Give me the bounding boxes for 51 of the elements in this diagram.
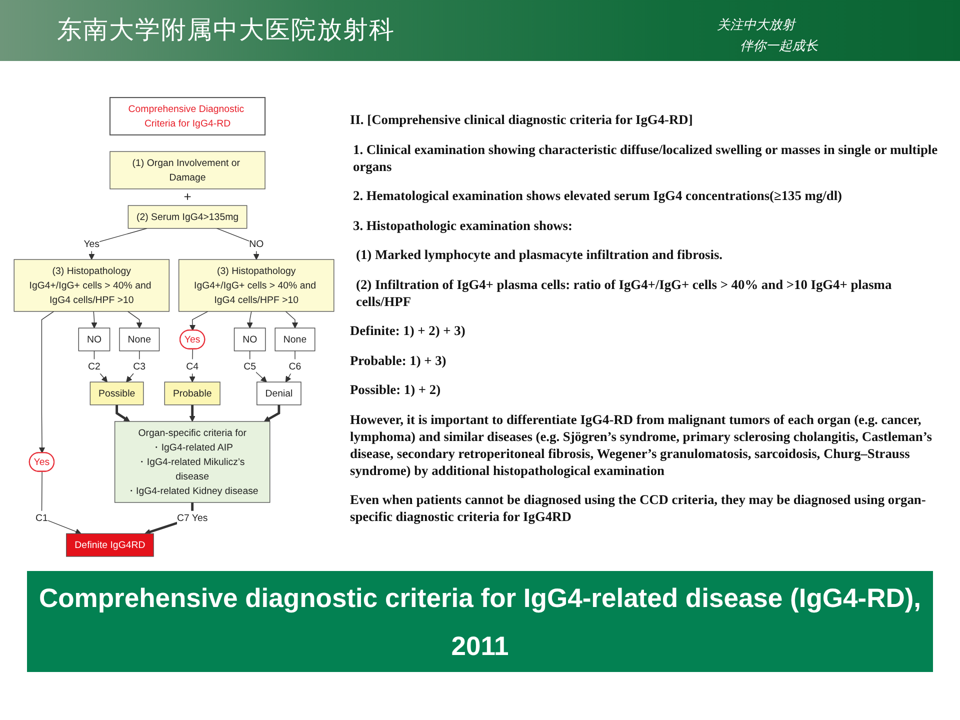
edge-label: C7 Yes	[176, 512, 208, 524]
body-text: However, it is important to differentiate IgG4-RD from malignant tumors of each organ (e.g. cancer, lymphoma) and similar diseases (e.g. Sjögren’s syndrome, primary sclerosing cholangitis, Castleman’s disease, secondary retroperitoneal fibrosis, Wegener’s granulomatosis, sarcoidosis, Churg–Strauss syndrome) by additional histopathological examination	[350, 410, 934, 478]
arrow	[91, 311, 98, 328]
arrow	[189, 311, 208, 331]
arrow	[216, 228, 260, 260]
node-box: (2) Serum IgG4>135mg	[128, 205, 248, 229]
body-text: (2) Infiltration of IgG4+ plasma cells: ratio of IgG4+/IgG+ cells > 40% and >10 IgG4+ plasma cells/HPF	[355, 276, 893, 310]
arrow	[189, 404, 196, 422]
node-box: (3) Histopathology IgG4+/IgG+ cells > 40% and IgG4 cells/HPF >10	[14, 259, 170, 312]
edge-label: C1	[36, 512, 48, 524]
edge-label: NO	[249, 238, 264, 250]
arrow	[94, 350, 108, 382]
edge-label: C3	[133, 360, 146, 372]
node-box: Denial	[256, 382, 302, 406]
edge-label: C6	[288, 360, 302, 372]
body-text: Possible: 1) + 2)	[350, 381, 442, 398]
node-box: Organ-specific criteria for ・IgG4-related AIP ・IgG4-related Mikulicz’s disease ・IgG4-related Kidney disease	[114, 421, 270, 503]
edge-label: C5	[244, 360, 256, 372]
node-box: NO	[78, 328, 110, 352]
node-box: Possible	[90, 382, 144, 406]
edge-label: Yes	[84, 238, 100, 250]
node-box: Probable	[164, 382, 220, 406]
arrow	[285, 311, 298, 328]
node-box: Comprehensive Diagnostic Criteria for IgG4-RD	[109, 97, 266, 136]
node-box: (3) Histopathology IgG4+/IgG+ cells > 40% and IgG4 cells/HPF >10	[178, 259, 334, 312]
arrow	[38, 311, 54, 454]
arrow	[127, 311, 142, 328]
plus-sign: +	[184, 190, 192, 204]
edge-label: C4	[186, 360, 199, 372]
edge-label: C2	[88, 360, 100, 372]
slogan-text: 关注中大放射	[717, 17, 795, 33]
body-text: Probable: 1) + 3)	[350, 352, 448, 368]
node-box: Definite IgG4RD	[66, 533, 154, 557]
node-box: (1) Organ Involvement or Damage	[110, 151, 266, 190]
node-box: None	[274, 328, 316, 352]
node-box: None	[119, 328, 160, 352]
body-text: 1. Clinical examination showing characteristic diffuse/localized swelling or masses in single or multiple organs	[352, 140, 939, 174]
section-heading: II. [Comprehensive clinical diagnostic criteria for IgG4-RD]	[350, 111, 694, 128]
body-text: 3. Histopathologic examination shows:	[352, 216, 574, 234]
arrow	[116, 404, 130, 422]
body-text: 2. Hematological examination shows elevated serum IgG4 concentrations(≥135 mg/dl)	[352, 187, 843, 204]
body-text: Even when patients cannot be diagnosed using the CCD criteria, they may be diagnosed using organ-specific diagnostic criteria for IgG4RD	[350, 491, 927, 525]
body-text: (1) Marked lymphocyte and plasmacyte infiltration and fibrosis.	[355, 246, 724, 263]
arrow	[264, 404, 280, 422]
header-title: 东南大学附属中大医院放射科	[57, 15, 395, 45]
caption-text: Comprehensive diagnostic criteria for IgG4-related disease (IgG4-RD), 2011	[38, 582, 922, 662]
slogan-text: 伴你一起成长	[740, 38, 818, 54]
arrow	[246, 311, 253, 328]
body-text: Definite: 1) + 2) + 3)	[350, 322, 466, 339]
node-box: NO	[234, 328, 266, 352]
arrow	[41, 471, 82, 534]
